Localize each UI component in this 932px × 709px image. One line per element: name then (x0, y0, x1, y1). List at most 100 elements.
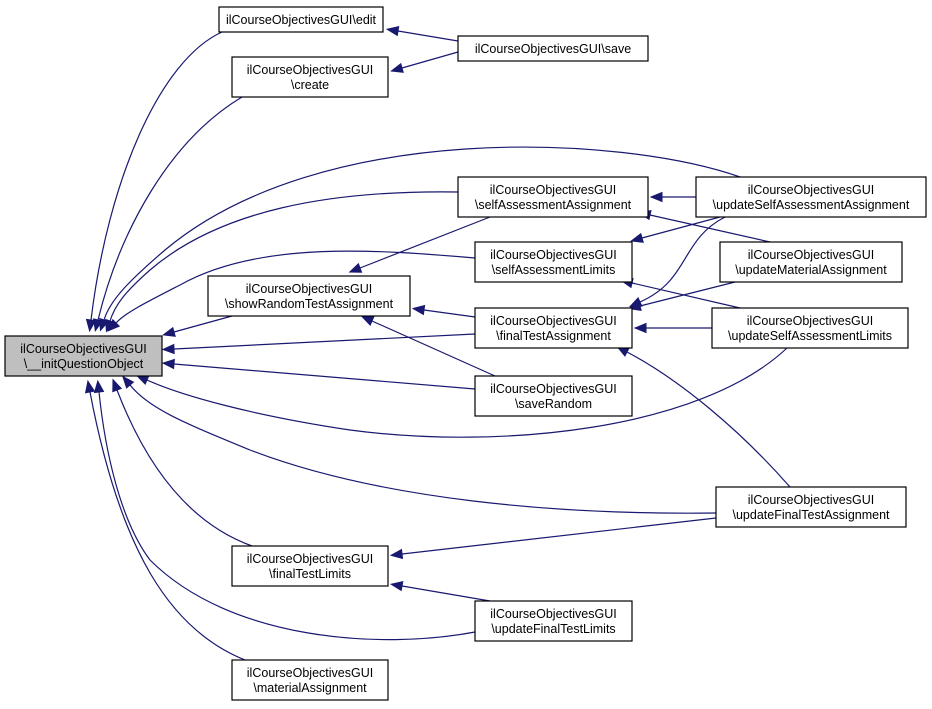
edge-finalTestAssignment-to-root (161, 333, 476, 355)
edge-line (109, 191, 459, 322)
node-label: \selfAssessmentLimits (492, 263, 616, 277)
node-box[interactable] (474, 307, 633, 349)
arrowhead-icon (360, 315, 375, 326)
arrowhead-icon (135, 375, 150, 385)
edge-showRandomTestAssignment-to-root (162, 315, 233, 337)
node-label: \updateFinalTestLimits (491, 622, 615, 636)
edge-line (173, 315, 233, 333)
edge-updateFinalTestLimits-to-finalTestLimits (389, 580, 491, 602)
node-box[interactable] (231, 659, 389, 701)
edge-edit-to-root (85, 31, 223, 333)
edge-line (173, 363, 476, 390)
edge-line (146, 347, 788, 438)
node-box[interactable] (474, 600, 633, 642)
node-create[interactable]: ilCourseObjectivesGUI\create (231, 56, 389, 98)
arrowhead-icon (385, 25, 400, 37)
arrowhead-icon (390, 62, 404, 73)
edge-updateSelfAssessmentAssignment-to-selfAssessmentLimits (630, 216, 721, 243)
node-label: ilCourseObjectivesGUI (246, 282, 372, 296)
node-label: ilCourseObjectivesGUI (490, 248, 616, 262)
node-label: \materialAssignment (253, 681, 367, 695)
node-label: ilCourseObjectivesGUI (247, 552, 373, 566)
node-label: \create (291, 78, 329, 92)
node-finalTestLimits[interactable]: ilCourseObjectivesGUI\finalTestLimits (231, 545, 389, 587)
edge-line (401, 517, 717, 555)
arrowhead-icon (389, 548, 404, 560)
node-selfAssessmentLimits[interactable]: ilCourseObjectivesGUI\selfAssessmentLimi… (474, 241, 633, 283)
node-box[interactable] (4, 335, 163, 377)
node-label: \showRandomTestAssignment (225, 297, 394, 311)
edge-updateFinalTestAssignment-to-finalTestLimits (389, 517, 717, 560)
edge-saveRandom-to-root (161, 358, 476, 390)
node-label: \finalTestAssignment (496, 329, 611, 343)
node-label: ilCourseObjectivesGUI (20, 342, 146, 356)
edge-line (98, 391, 476, 641)
edge-saveRandom-to-showRandomTestAssignment (360, 315, 496, 377)
node-label: \updateSelfAssessmentLimits (728, 329, 892, 343)
edge-finalTestAssignment-to-showRandomTestAssignment (411, 304, 476, 318)
node-box[interactable] (695, 176, 927, 218)
arrowhead-icon (112, 378, 123, 393)
node-label: ilCourseObjectivesGUI (247, 666, 373, 680)
edge-line (90, 31, 223, 321)
node-box[interactable] (207, 275, 411, 317)
edge-line (639, 216, 726, 303)
node-label: \saveRandom (515, 397, 592, 411)
node-label: ilCourseObjectivesGUI (748, 248, 874, 262)
node-label: ilCourseObjectivesGUI (490, 183, 616, 197)
edge-selfAssessmentAssignment-to-showRandomTestAssignment (348, 216, 491, 273)
node-box[interactable] (457, 176, 649, 218)
node-box[interactable] (715, 486, 907, 528)
node-box[interactable] (474, 375, 633, 417)
node-box[interactable] (231, 545, 389, 587)
node-saveRandom[interactable]: ilCourseObjectivesGUI\saveRandom (474, 375, 633, 417)
node-root[interactable]: ilCourseObjectivesGUI\__initQuestionObje… (4, 335, 163, 377)
edge-updateSelfAssessmentAssignment-to-selfAssessmentAssignment (649, 191, 696, 203)
arrowhead-icon (348, 262, 363, 273)
edge-line (626, 351, 791, 488)
arrowhead-icon (161, 343, 175, 355)
node-box[interactable] (457, 35, 649, 62)
edge-line (116, 389, 253, 547)
node-updateFinalTestLimits[interactable]: ilCourseObjectivesGUI\updateFinalTestLim… (474, 600, 633, 642)
node-updateSelfAssessmentAssignment[interactable]: ilCourseObjectivesGUI\updateSelfAssessme… (695, 176, 927, 218)
node-updateFinalTestAssignment[interactable]: ilCourseObjectivesGUI\updateFinalTestAss… (715, 486, 907, 528)
edge-line (639, 281, 736, 307)
edge-line (97, 96, 243, 321)
arrowhead-icon (85, 318, 97, 333)
node-label: ilCourseObjectivesGUI (748, 493, 874, 507)
node-selfAssessmentAssignment[interactable]: ilCourseObjectivesGUI\selfAssessmentAssi… (457, 176, 649, 218)
node-updateMaterialAssignment[interactable]: ilCourseObjectivesGUI\updateMaterialAssi… (719, 241, 903, 283)
node-save[interactable]: ilCourseObjectivesGUI\save (457, 35, 649, 62)
node-label: ilCourseObjectivesGUI (490, 382, 616, 396)
node-materialAssignment[interactable]: ilCourseObjectivesGUI\materialAssignment (231, 659, 389, 701)
node-edit[interactable]: ilCourseObjectivesGUI\edit (218, 6, 384, 33)
node-box[interactable] (711, 307, 909, 349)
node-finalTestAssignment[interactable]: ilCourseObjectivesGUI\finalTestAssignmen… (474, 307, 633, 349)
edge-line (641, 216, 721, 239)
node-label: ilCourseObjectivesGUI (748, 183, 874, 197)
node-label: \selfAssessmentAssignment (475, 198, 632, 212)
node-box[interactable] (218, 6, 384, 33)
edge-line (649, 214, 771, 243)
edge-materialAssignment-to-root (84, 379, 246, 661)
arrowhead-icon (411, 304, 426, 316)
node-updateSelfAssessmentLimits[interactable]: ilCourseObjectivesGUI\updateSelfAssessme… (711, 307, 909, 349)
edge-line (401, 51, 459, 69)
node-label: \updateFinalTestAssignment (732, 508, 890, 522)
node-box[interactable] (231, 56, 389, 98)
edge-line (371, 320, 496, 377)
node-label: \finalTestLimits (269, 567, 351, 581)
node-box[interactable] (474, 241, 633, 283)
edge-updateSelfAssessmentLimits-to-root (135, 347, 788, 438)
edge-line (631, 282, 741, 309)
node-showRandomTestAssignment[interactable]: ilCourseObjectivesGUI\showRandomTestAssi… (207, 275, 411, 317)
node-label: ilCourseObjectivesGUI\save (475, 42, 631, 56)
edge-line (103, 146, 741, 321)
arrowhead-icon (93, 379, 105, 394)
edge-finalTestLimits-to-root (112, 378, 253, 547)
node-label: ilCourseObjectivesGUI (747, 314, 873, 328)
node-box[interactable] (719, 241, 903, 283)
nodes-layer: ilCourseObjectivesGUI\__initQuestionObje… (4, 6, 927, 701)
arrowhead-icon (162, 326, 176, 337)
